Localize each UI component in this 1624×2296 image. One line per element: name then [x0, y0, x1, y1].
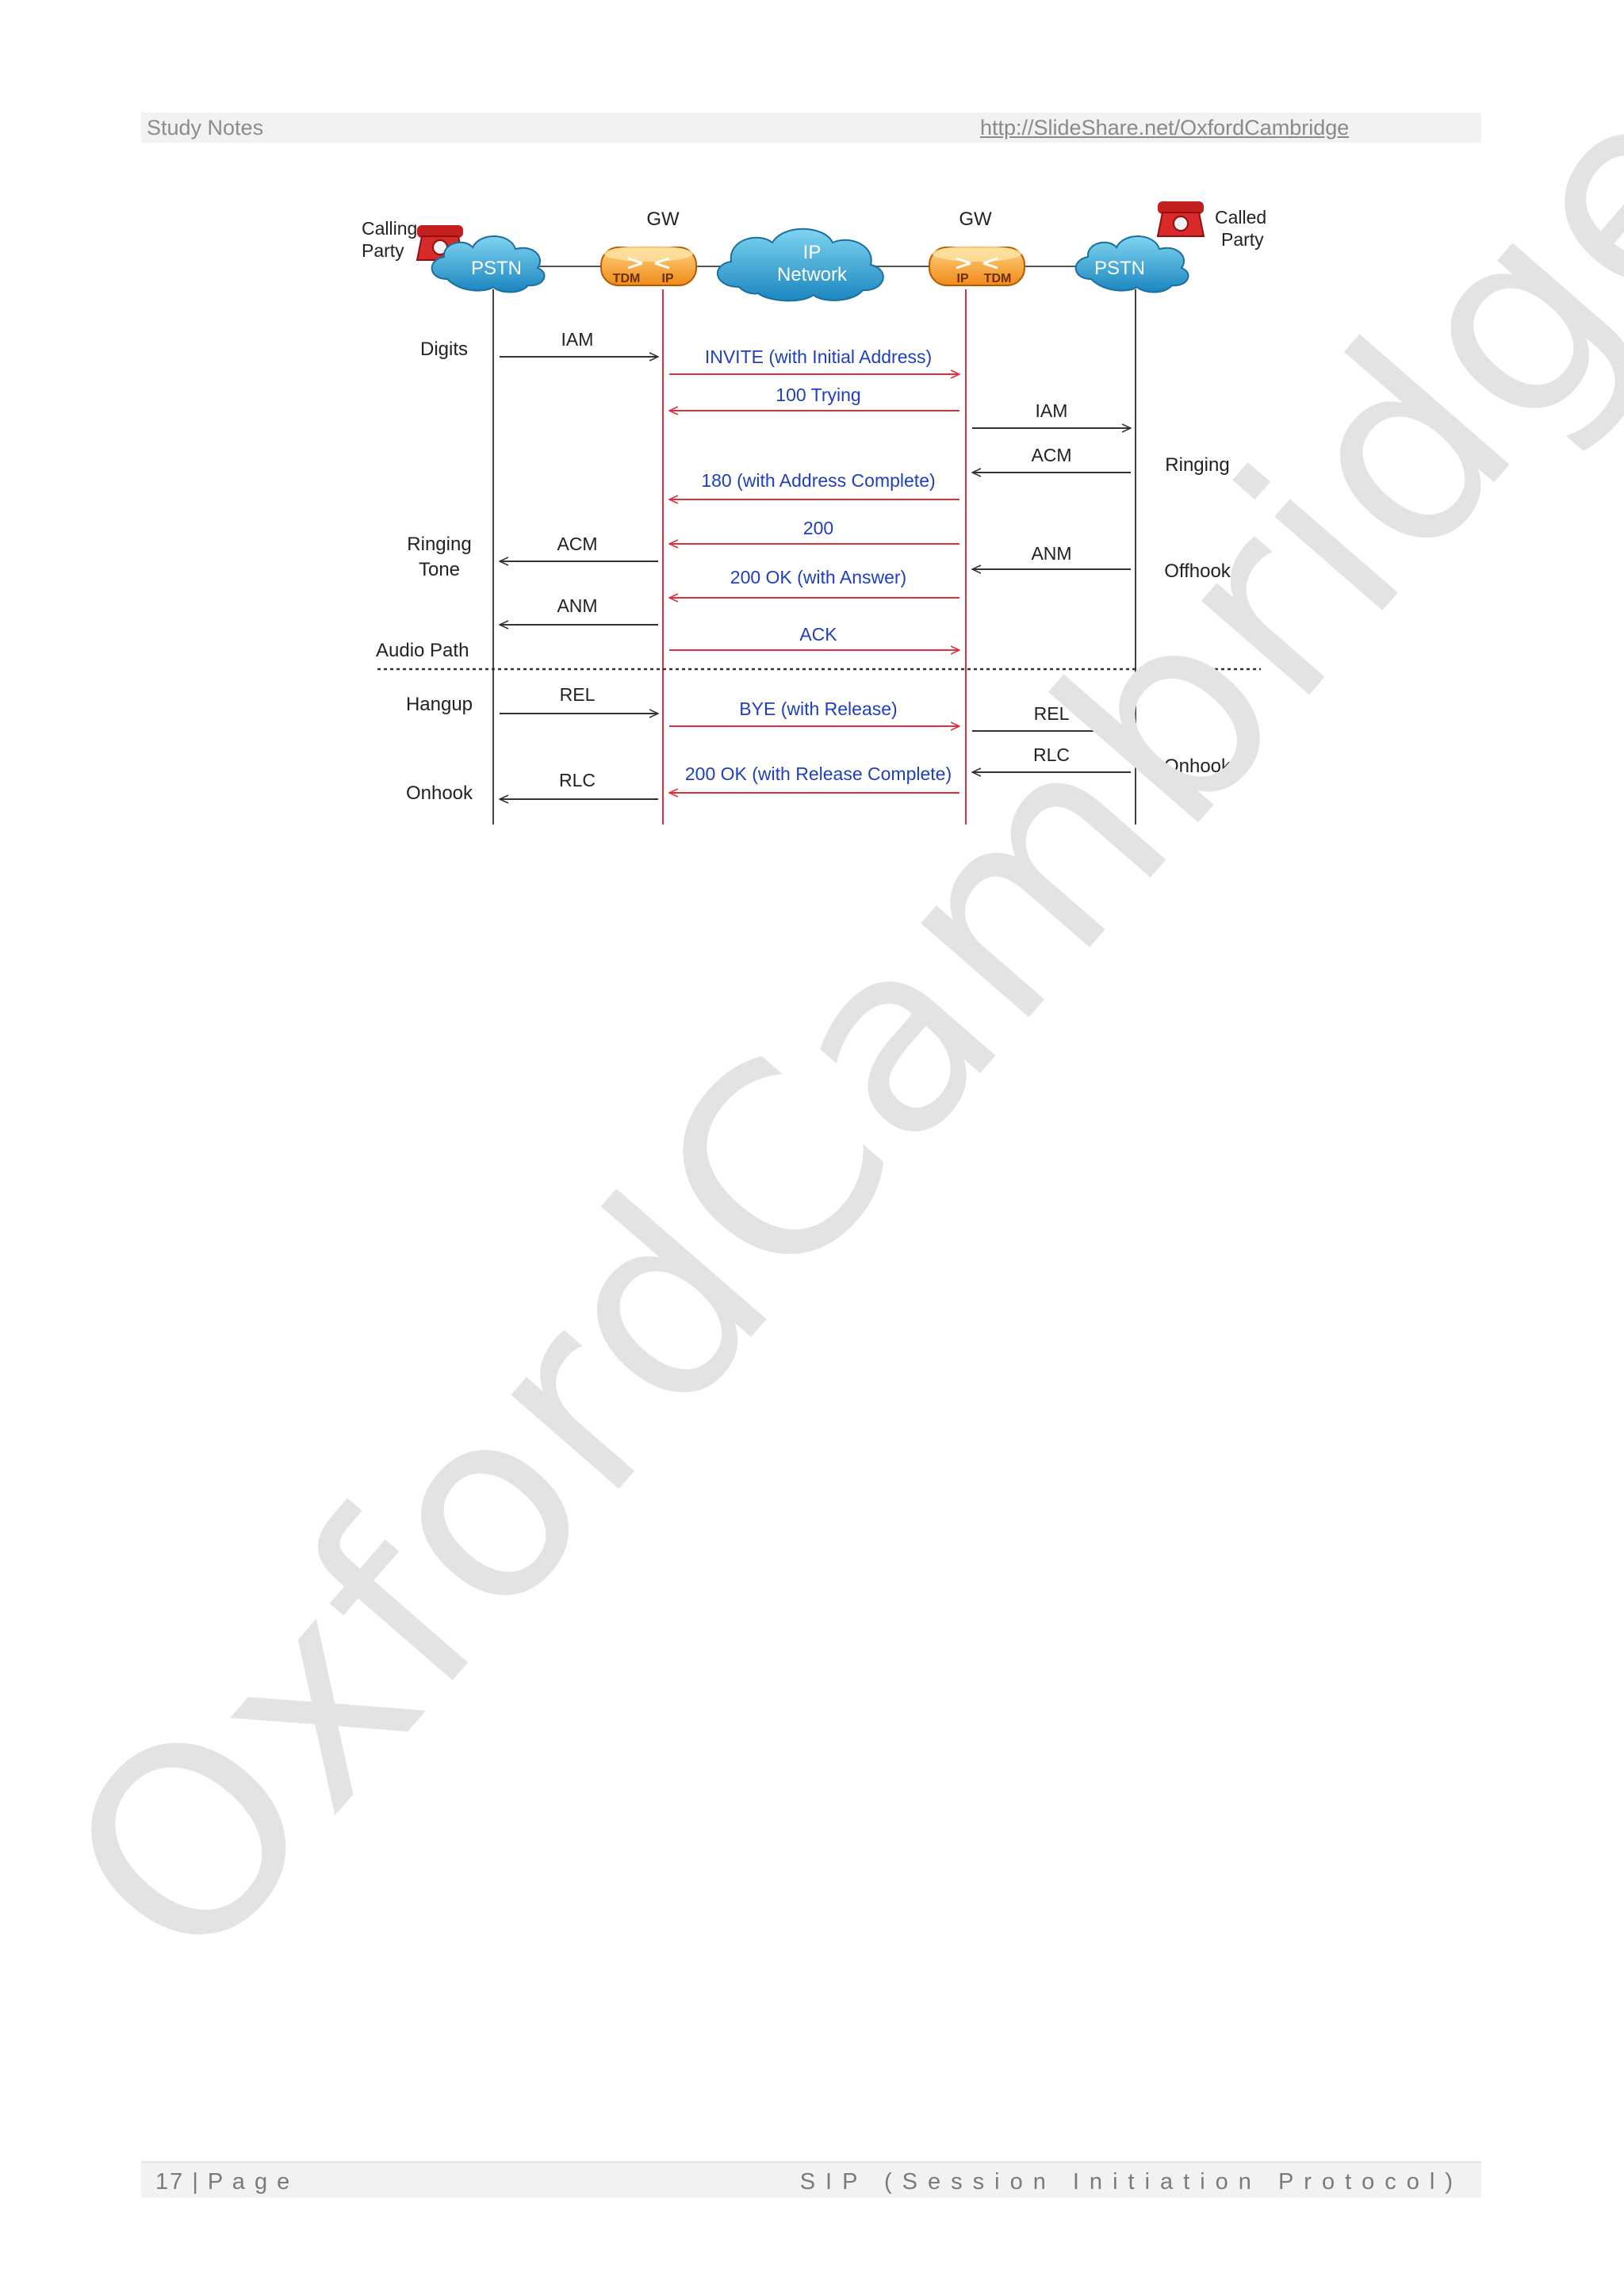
sip-call-flow-diagram: Calling Party PSTN GW TDM IP IP Network: [362, 201, 1266, 825]
note-ringing-tone-line2: Tone: [419, 559, 460, 580]
msg-acm-left: ACM: [557, 534, 597, 554]
gw-left-label: GW: [646, 209, 680, 230]
msg-200-ok-release: 200 OK (with Release Complete): [685, 763, 952, 784]
calling-party-label-line2: Party: [362, 240, 404, 261]
msg-rlc-right: RLC: [1033, 744, 1070, 765]
footer-bar: [141, 2161, 1481, 2198]
gw-right-tdm-label: TDM: [984, 272, 1012, 285]
note-audio-path: Audio Path: [376, 640, 469, 661]
header-link[interactable]: http://SlideShare.net/OxfordCambridge: [980, 116, 1350, 140]
msg-acm-right: ACM: [1031, 445, 1071, 465]
msg-rlc-left: RLC: [559, 770, 596, 790]
called-party-phone-icon: [1156, 201, 1205, 237]
note-offhook: Offhook: [1164, 561, 1231, 582]
msg-anm-left: ANM: [557, 595, 597, 616]
pstn-left-label: PSTN: [471, 258, 522, 279]
msg-iam-left: IAM: [561, 329, 594, 350]
note-digits: Digits: [420, 339, 468, 360]
msg-180: 180 (with Address Complete): [701, 470, 935, 491]
header-title: Study Notes: [147, 116, 264, 140]
msg-rel-right: REL: [1034, 703, 1070, 724]
footer-document-title: SIP (Session Initiation Protocol): [799, 2169, 1463, 2195]
gw-left-tdm-label: TDM: [613, 272, 641, 285]
header-bar: [141, 113, 1481, 143]
msg-200: 200: [803, 518, 833, 538]
called-party-label-line2: Party: [1221, 229, 1264, 250]
note-ringing-tone-line1: Ringing: [407, 534, 471, 555]
ip-network-cloud: [717, 228, 884, 302]
note-onhook-left: Onhook: [406, 783, 473, 804]
gw-right-label: GW: [959, 209, 992, 230]
note-hangup: Hangup: [406, 694, 473, 715]
note-ringing: Ringing: [1165, 454, 1229, 476]
gw-left-ip-label: IP: [661, 272, 673, 285]
calling-party-label-line1: Calling: [362, 218, 417, 239]
footer-page-number: 17 | P a g e: [155, 2169, 292, 2195]
pstn-left-cloud: [431, 235, 546, 293]
sip-call-flow-figure: Calling Party PSTN GW TDM IP IP Network: [349, 190, 1277, 825]
ip-network-label-line1: IP: [803, 242, 822, 263]
gw-left-router-icon: [600, 246, 697, 286]
called-party-label-line1: Called: [1215, 207, 1266, 228]
gw-right-ip-label: IP: [956, 272, 968, 285]
msg-rel-left: REL: [560, 684, 596, 705]
msg-ack: ACK: [799, 624, 837, 645]
msg-anm-right: ANM: [1031, 543, 1071, 564]
ip-network-label-line2: Network: [777, 264, 848, 285]
pstn-right-label: PSTN: [1094, 258, 1145, 279]
pstn-right-cloud: [1074, 235, 1189, 293]
msg-100-trying: 100 Trying: [776, 385, 860, 405]
gw-right-router-icon: [929, 246, 1025, 286]
msg-bye: BYE (with Release): [739, 698, 897, 719]
msg-invite: INVITE (with Initial Address): [705, 346, 932, 367]
msg-iam-right: IAM: [1036, 400, 1068, 421]
note-onhook-right: Onhook: [1164, 756, 1231, 777]
msg-200-ok-answer: 200 OK (with Answer): [730, 567, 906, 587]
